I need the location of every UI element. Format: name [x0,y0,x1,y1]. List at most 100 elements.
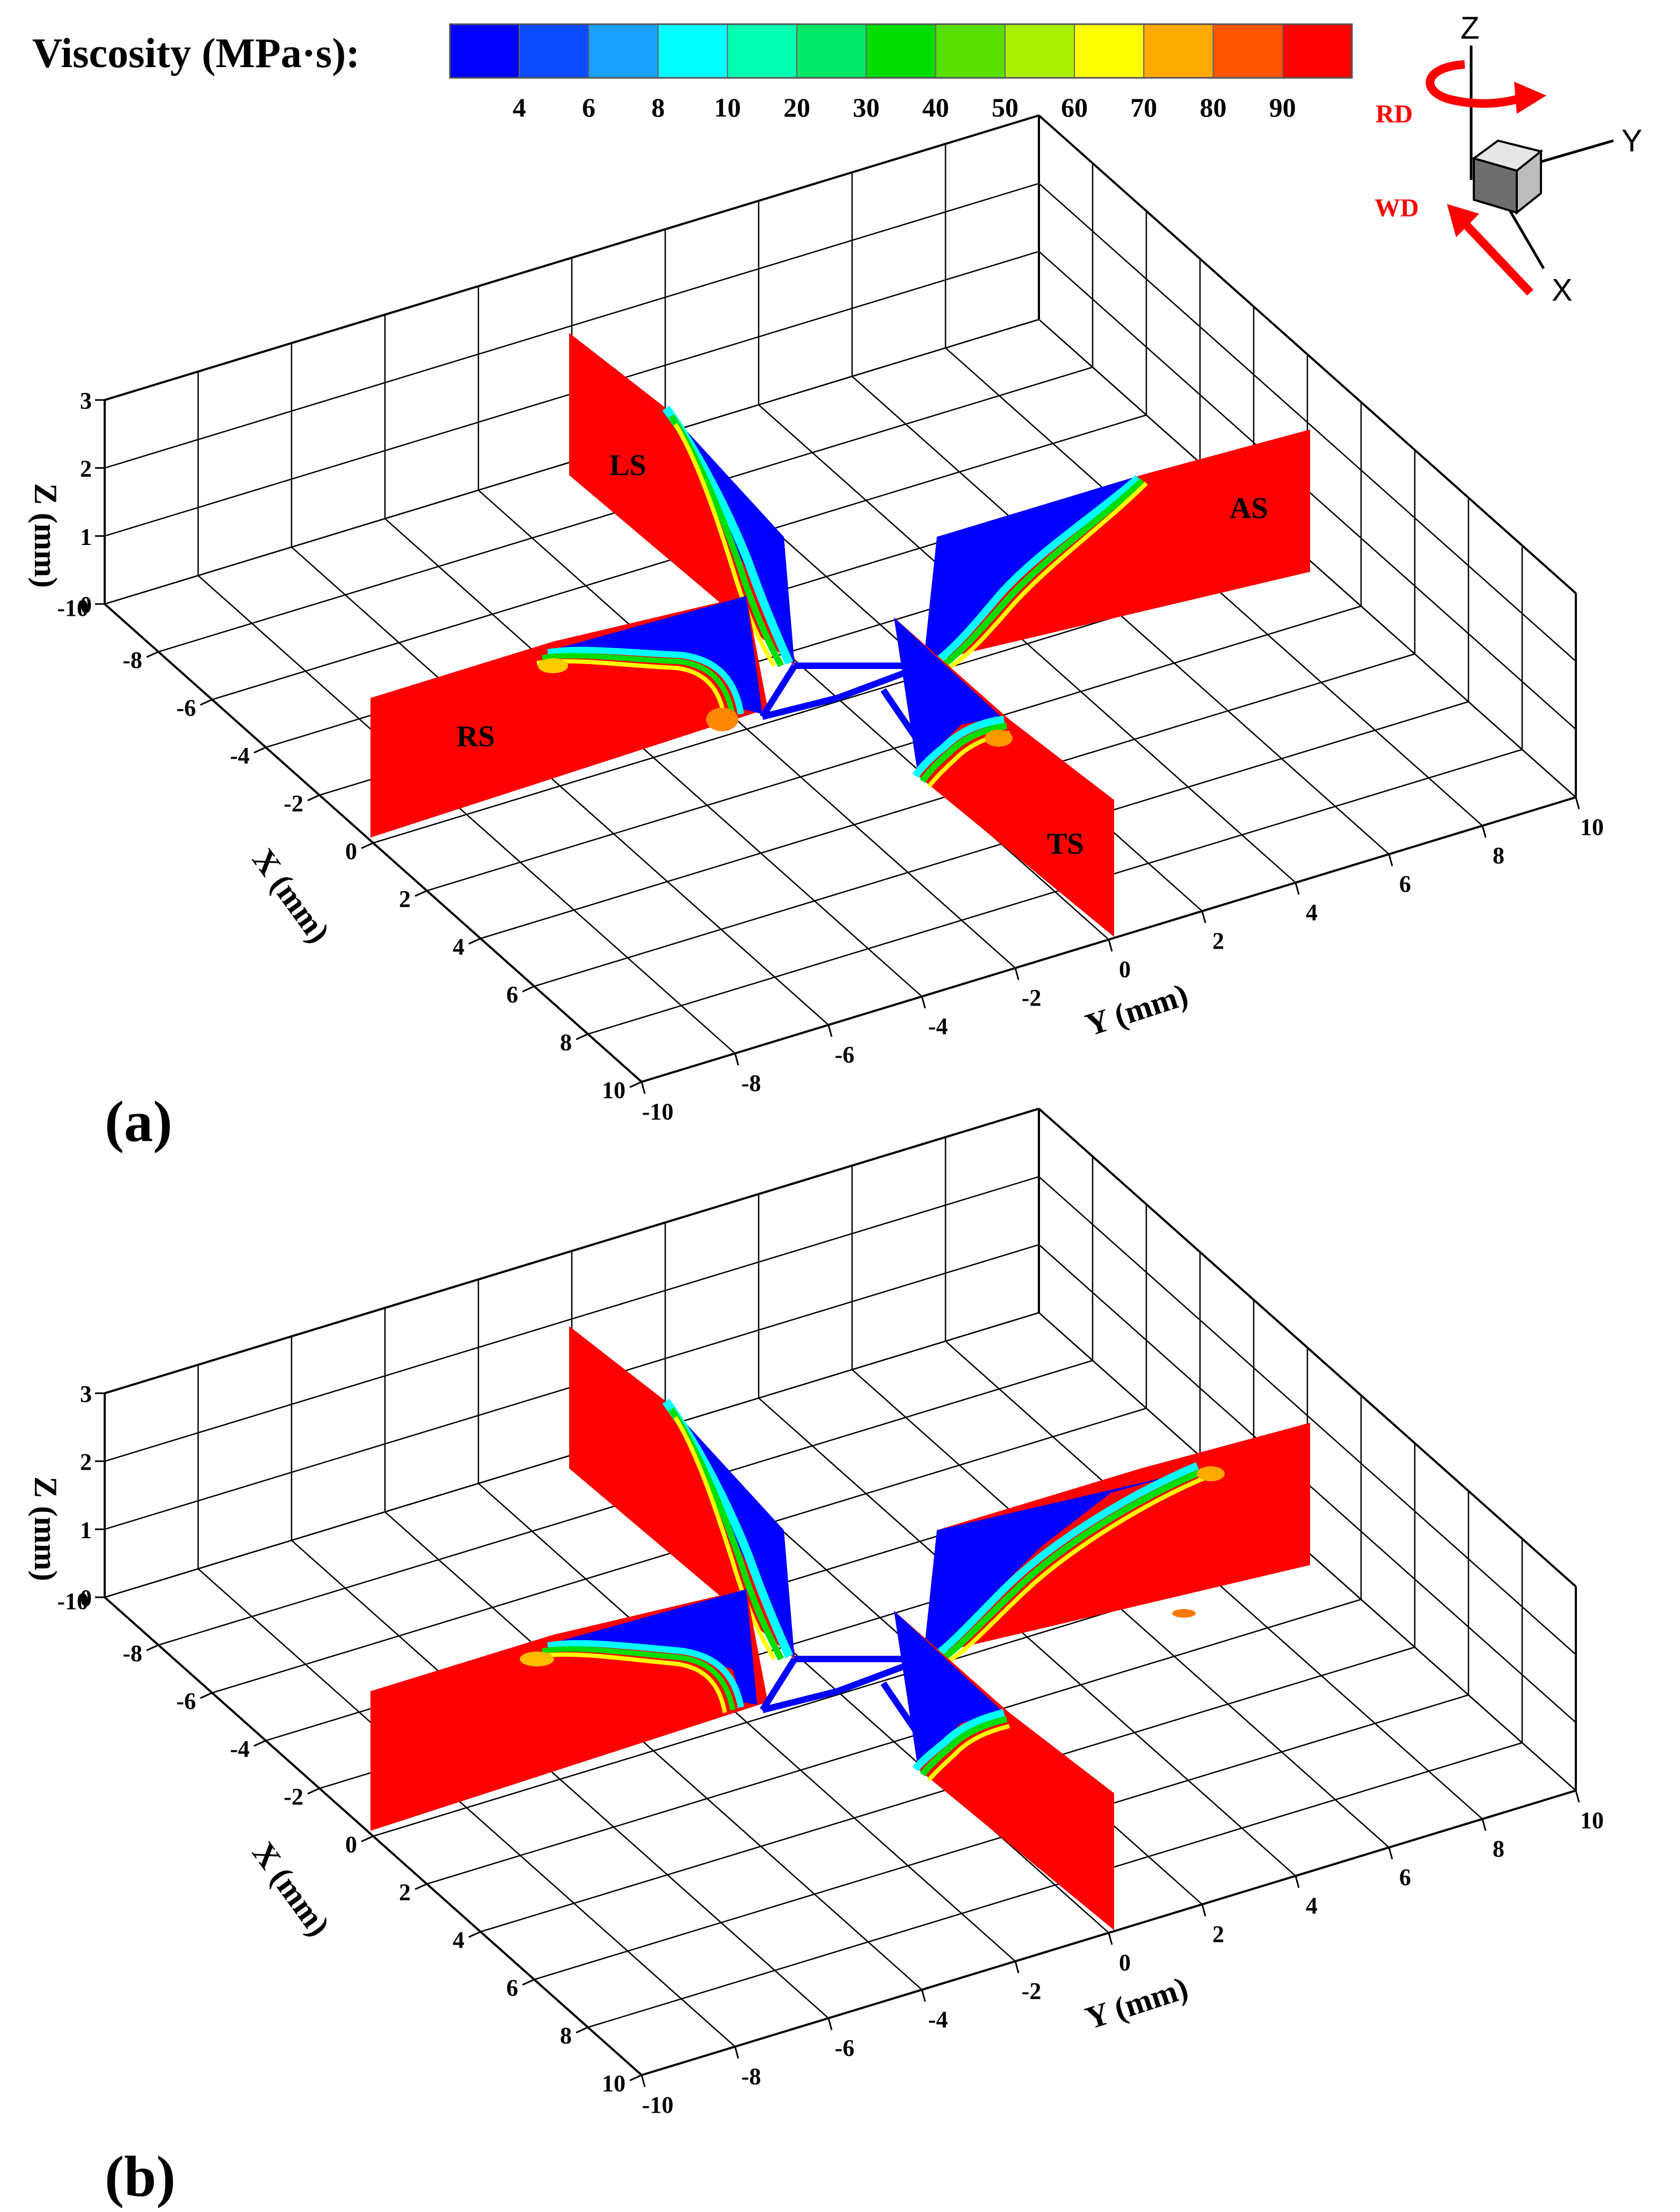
x-tick-label: 10 [602,1077,626,1103]
colorbar-tick-label: 20 [783,92,810,122]
x-tick-mark [468,937,481,945]
x-tick-mark [576,1033,588,1040]
colorbar-swatch [866,24,936,78]
colorbar-swatch [1074,24,1145,78]
x-tick-mark [200,1692,213,1699]
y-axis-label-a: Y (mm) [1081,977,1192,1043]
y-tick-mark [734,1053,739,1066]
y-tick-mark [827,2018,833,2031]
triad-y-label: Y [1621,123,1642,158]
y-tick-mark [1014,1961,1020,1974]
x-tick-mark [307,1787,320,1795]
colorbar-swatch [935,24,1006,78]
y-tick-mark [1481,825,1487,838]
colorbar-frame [449,23,1353,79]
colorbar-swatch [1004,24,1075,78]
x-tick-mark [468,1931,481,1938]
x-tick-label: -6 [176,695,196,721]
x-tick-mark [414,1883,427,1890]
colorbar-swatch [1143,24,1214,78]
triad-x-label: X [1552,273,1573,308]
x-tick-label: 6 [506,981,518,1008]
colorbar-title: Viscosity (MPa·s): [32,30,360,76]
x-tick-mark [200,698,213,706]
x-axis-label-a: X (mm) [245,842,337,949]
x-tick-label: -10 [57,595,89,621]
colorbar-swatch [657,24,728,78]
y-tick-label: -8 [741,2063,761,2090]
plane-label-rs: RS [456,720,495,753]
y-tick-label: -2 [1022,1978,1042,2004]
wd-label: WD [1374,194,1419,222]
contour-planes-b [370,1326,1310,1930]
colorbar-tick-label: 10 [714,92,741,122]
y-tick-mark [1481,1818,1487,1831]
y-tick-mark [1294,882,1300,895]
x-tick-label: 0 [345,1831,357,1858]
x-tick-label: 10 [602,2070,626,2097]
x-tick-mark [307,794,320,802]
y-tick-label: -8 [741,1070,761,1096]
y-tick-label: 4 [1306,1893,1318,1919]
z-tick-label: 2 [80,1449,92,1475]
plane-label-ls: LS [609,449,646,482]
x-tick-label: -2 [283,790,303,817]
z-tick-label: 1 [80,523,92,550]
colorbar-tick-label: 50 [992,92,1019,122]
colorbar-swatch [588,24,659,78]
x-tick-label: -6 [176,1688,196,1714]
y-tick-mark [1575,797,1580,810]
x-tick-label: 8 [560,1029,572,1056]
y-tick-mark [1575,1790,1580,1803]
y-tick-label: -4 [928,2006,948,2033]
grid-lines-a [104,114,1577,1083]
plane-ls-b [569,1326,795,1661]
x-tick-mark [629,2074,642,2082]
x-tick-label: 6 [506,1975,518,2001]
x-tick-mark [576,2026,588,2034]
side-wall-grid-line [1038,1176,1576,1655]
y-tick-mark [1388,1847,1393,1860]
y-tick-label: -6 [835,1042,855,1068]
x-tick-mark [522,985,535,993]
y-tick-label: 2 [1212,928,1224,954]
z-tick-label: 0 [80,1585,92,1611]
floor-grid-line [587,1742,1523,2028]
x-tick-label: -10 [57,1588,89,1614]
y-tick-label: 4 [1306,899,1318,926]
x-tick-label: -8 [122,1640,142,1667]
side-wall-grid-line [1038,115,1576,594]
y-tick-mark [1108,1932,1113,1945]
panel-label-a: (a) [105,1090,172,1154]
panel-label-b: (b) [105,2145,176,2209]
side-wall-grid-line [1038,183,1576,662]
colorbar-swatches [449,23,1353,79]
colorbar-tick-label: 70 [1130,92,1157,122]
x-tick-mark [629,1081,642,1088]
colorbar-tick-label: 40 [922,92,949,122]
colorbar-tick-label: 90 [1269,92,1296,122]
colorbar-tick-label: 8 [651,92,665,122]
colorbar-tick-label: 30 [853,92,879,122]
floor-grid-line [587,748,1523,1035]
back-wall-grid-line [104,1108,1039,1394]
plane-ts-b [894,1611,1114,1930]
z-tick-label: 3 [80,1381,92,1407]
colorbar-tick-label: 80 [1200,92,1227,122]
z-axis-label-a: Z (mm) [28,483,63,588]
rd-rotation-arrow-icon [1426,60,1546,114]
triad-cube-icon [1471,139,1544,215]
z-tick-label: 0 [80,592,92,618]
x-tick-mark [414,890,427,897]
y-tick-label: 8 [1493,842,1504,869]
y-tick-mark [1201,1904,1206,1917]
contour-planes-a [370,333,1310,937]
x-axis-label-b: X (mm) [245,1836,337,1942]
floor-grid-line [758,1398,1296,1876]
z-tick-label: 2 [80,456,92,482]
x-tick-mark [146,651,159,658]
